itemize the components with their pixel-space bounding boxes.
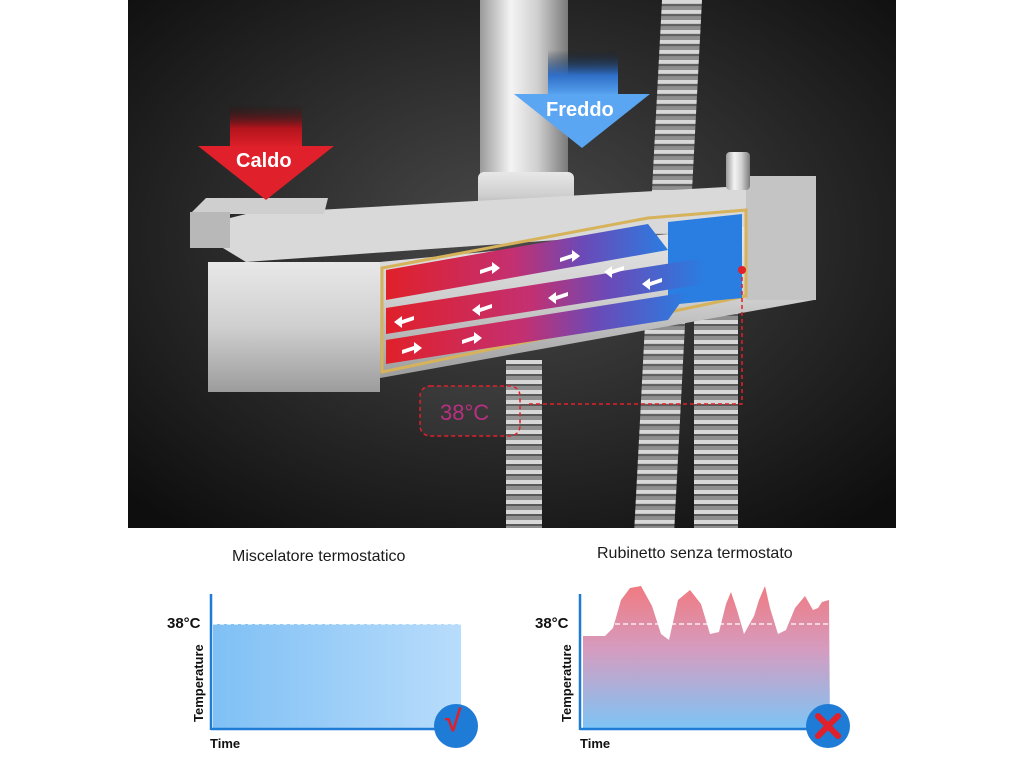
mixer-bar-top — [190, 182, 814, 262]
diverter-knob — [726, 152, 750, 190]
cold-arrow — [514, 50, 650, 148]
channel-bottom — [386, 292, 688, 364]
left-chart-fill — [213, 624, 461, 728]
cold-arrow-label: Freddo — [546, 99, 614, 121]
hot-arrow — [198, 104, 334, 200]
left-end-cap — [190, 212, 230, 248]
channel-middle — [386, 258, 704, 334]
temp-callout-box — [419, 385, 521, 437]
temp-indicator-line — [528, 270, 743, 405]
chart-title-thermostatic: Miscelatore termostatico — [232, 548, 406, 565]
right-chart-y-label: Temperature — [559, 644, 574, 722]
right-chart-fill — [583, 586, 830, 728]
page-margin-right — [896, 0, 1024, 768]
page-margin-left — [0, 0, 128, 768]
product-photo — [128, 0, 896, 528]
right-chart-reference-label: 38°C — [535, 615, 569, 632]
right-chart-x-label: Time — [580, 736, 611, 751]
left-chart-x-label: Time — [210, 736, 241, 751]
mixer-right-block — [746, 176, 816, 300]
chart-title-no-thermostat: Rubinetto senza termostato — [597, 545, 793, 562]
hose-center — [506, 360, 542, 528]
cutaway-frame — [380, 208, 748, 374]
channel-upper-right — [668, 214, 742, 305]
mixer-left-block — [208, 262, 380, 392]
left-chart-reference-label: 38°C — [167, 615, 201, 632]
cross-icon-circle — [806, 704, 850, 748]
left-chart-y-label: Temperature — [191, 644, 206, 722]
left-cap-top — [190, 198, 328, 214]
flow-arrows — [394, 250, 662, 354]
channel-top — [386, 224, 668, 300]
check-icon: √ — [445, 705, 462, 738]
hose-right-lower — [694, 310, 738, 528]
temp-callout-text: 38°C — [440, 400, 490, 425]
cross-icon — [815, 713, 841, 739]
hot-arrow-label: Caldo — [236, 150, 292, 172]
